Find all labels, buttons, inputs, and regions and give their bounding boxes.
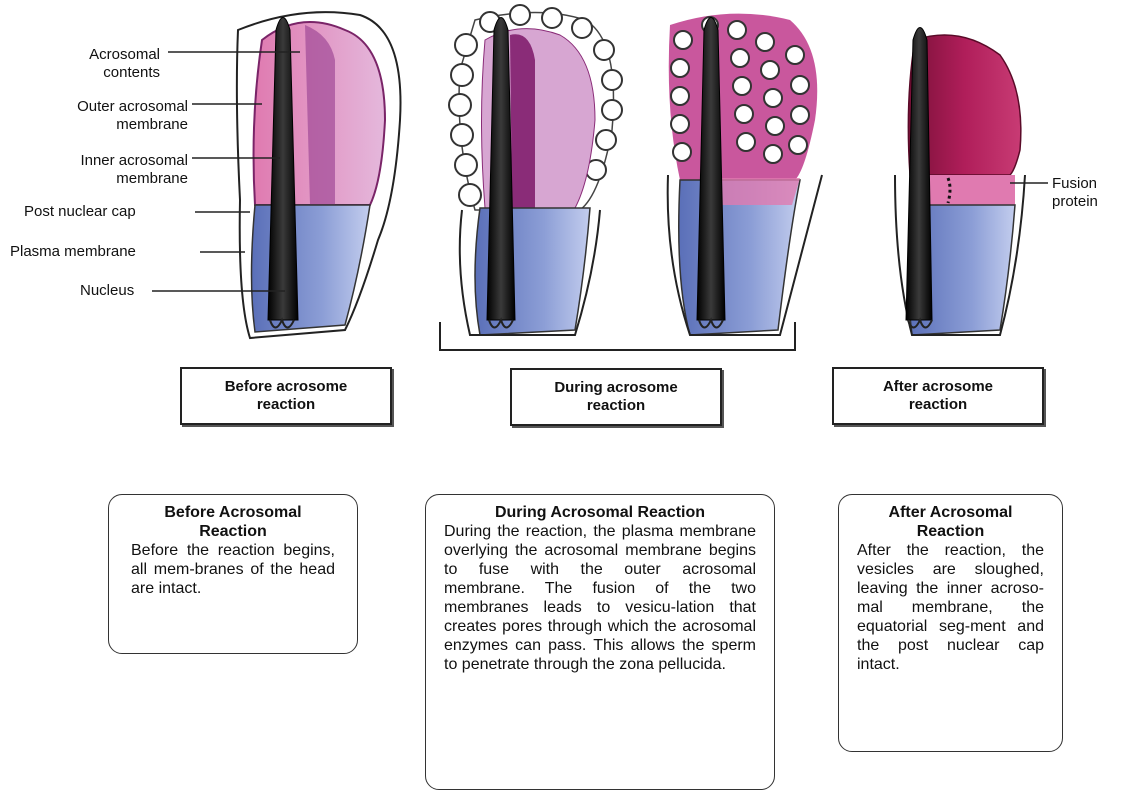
sperm-head-before (237, 12, 401, 338)
label-outer-acrosomal-membrane: Outer acrosomal membrane (10, 98, 188, 134)
description-after-body: After the reaction, the vesicles are slo… (851, 541, 1050, 674)
label-plasma-membrane: Plasma membrane (10, 243, 136, 261)
description-during-title: During Acrosomal Reaction (438, 503, 762, 522)
label-fusion-protein: Fusion protein (1052, 175, 1098, 211)
description-before-body: Before the reaction begins, all mem-bran… (121, 541, 345, 598)
stage-during-box: During acrosome reaction (510, 368, 722, 426)
label-nucleus: Nucleus (80, 282, 134, 300)
sperm-head-during-1 (449, 5, 622, 335)
description-before-title: Before Acrosomal Reaction (121, 503, 345, 541)
sperm-head-during-2 (668, 14, 822, 335)
label-post-nuclear-cap: Post nuclear cap (24, 203, 136, 221)
description-during-body: During the reaction, the plasma membrane… (438, 522, 762, 674)
stage-after-box: After acrosome reaction (832, 367, 1044, 425)
stage-before-box: Before acrosome reaction (180, 367, 392, 425)
description-before: Before Acrosomal Reaction Before the rea… (108, 494, 358, 654)
description-during: During Acrosomal Reaction During the rea… (425, 494, 775, 790)
description-after: After Acrosomal Reaction After the react… (838, 494, 1063, 752)
sperm-head-after (895, 28, 1025, 336)
label-acrosomal-contents: Acrosomal contents (30, 46, 160, 82)
description-after-title: After Acrosomal Reaction (851, 503, 1050, 541)
label-inner-acrosomal-membrane: Inner acrosomal membrane (10, 152, 188, 188)
